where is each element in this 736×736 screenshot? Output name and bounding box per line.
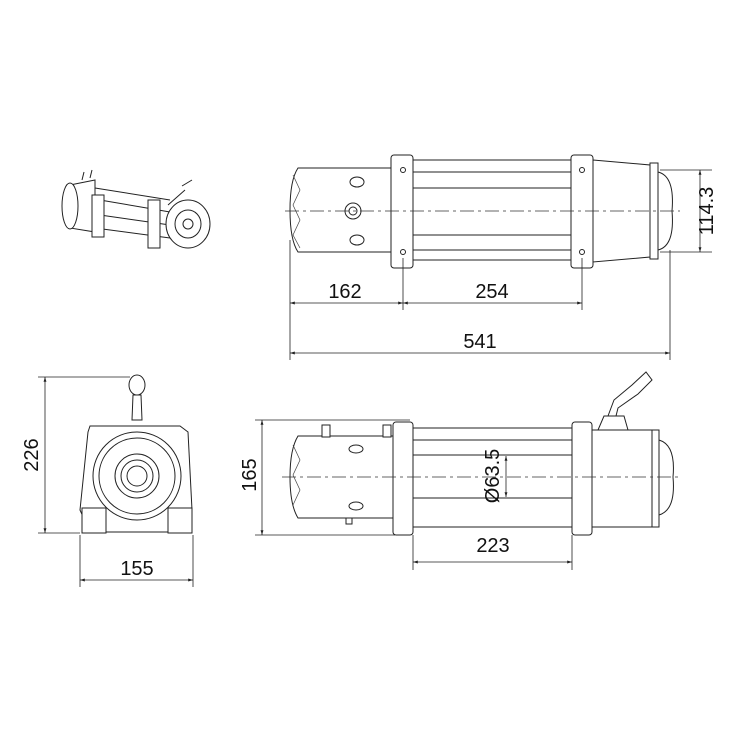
- dim-223: 223: [476, 535, 509, 557]
- side-view: 165 223 Ø63.5: [239, 371, 680, 570]
- top-view: 162 254 541 114.3: [285, 154, 718, 360]
- dim-165: 165: [239, 458, 261, 491]
- isometric-view: [61, 169, 211, 249]
- dim-drum-diameter: Ø63.5: [482, 449, 504, 503]
- dim-541: 541: [463, 331, 496, 353]
- dim-162: 162: [328, 281, 361, 303]
- dim-114-3: 114.3: [696, 187, 718, 236]
- dim-226: 226: [21, 438, 43, 471]
- dim-254: 254: [475, 281, 508, 303]
- dim-155: 155: [120, 558, 153, 580]
- end-view: 226 155: [21, 374, 194, 587]
